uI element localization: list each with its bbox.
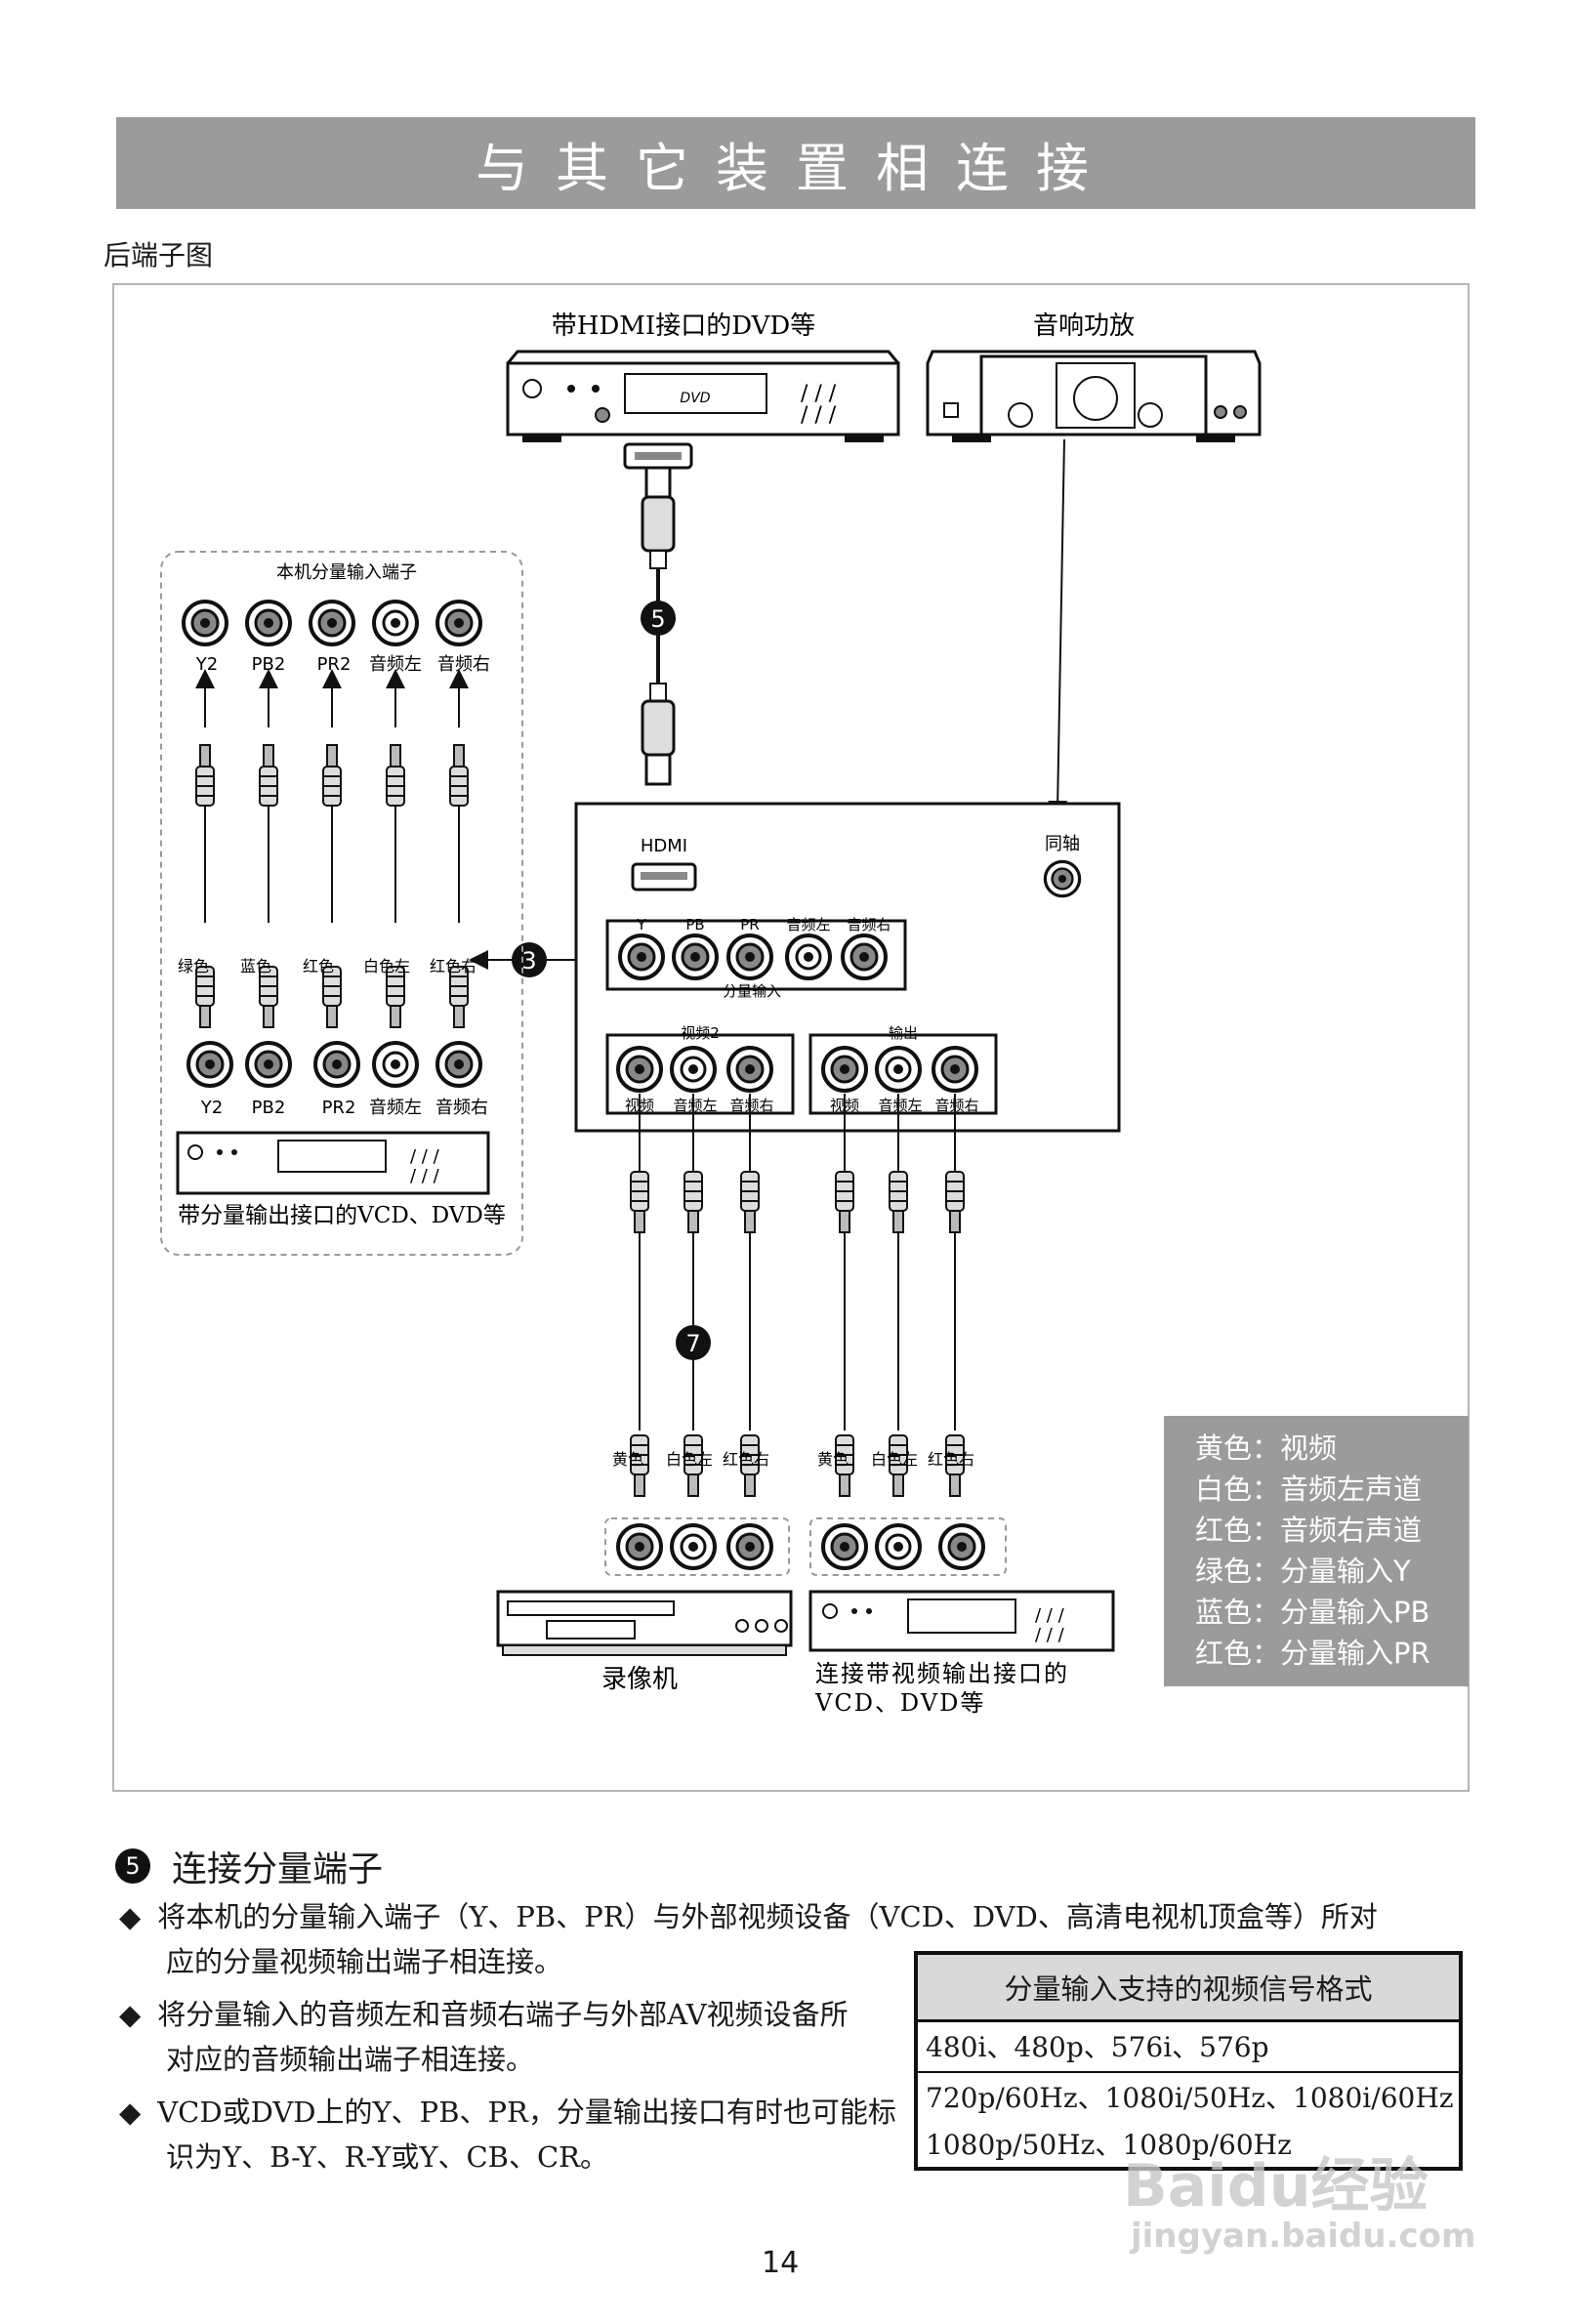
top-dvd-player: 带HDMI接口的DVD等 DVD / / / / / / (506, 311, 900, 442)
tv-port-y: Y (636, 916, 646, 934)
svg-text:白色左: 白色左 (363, 957, 410, 975)
svg-text:白色左: 白色左 (871, 1450, 918, 1469)
format-table-header: 分量输入支持的视频信号格式 (918, 1955, 1459, 2022)
legend-item: 绿色：分量输入Y (1195, 1555, 1411, 1588)
vcr-label: 录像机 (601, 1665, 678, 1694)
connection-diagram: 带HDMI接口的DVD等 DVD / / / / / / 音响功放 (160, 311, 1262, 1717)
svg-text:黄色: 黄色 (817, 1450, 849, 1469)
svg-text:Y2: Y2 (195, 654, 218, 675)
av-cables: 7 黄色 白色左 红色右 黄色 白色左 红色右 (604, 1094, 1007, 1576)
svg-text:音频右: 音频右 (437, 654, 490, 675)
legend-item: 红色：分量输入PR (1195, 1637, 1430, 1670)
dvd-logo: DVD (680, 391, 710, 406)
callout-7-badge (676, 1325, 711, 1360)
page-title-bar: 与其它装置相连接 (116, 117, 1475, 209)
diamond-icon: ◆ (119, 1900, 142, 1933)
svg-text:音频左: 音频左 (673, 1097, 717, 1114)
svg-text:蓝色: 蓝色 (240, 957, 271, 975)
diamond-icon: ◆ (119, 1998, 142, 2031)
svg-text:PB2: PB2 (252, 654, 286, 675)
subtitle: 后端子图 (104, 239, 214, 271)
coax-label: 同轴 (1045, 834, 1080, 854)
watermark: Baidu经验 (1123, 2152, 1429, 2220)
legend-item: 红色：音频右声道 (1195, 1514, 1423, 1547)
svg-text:音频右: 音频右 (435, 1098, 488, 1118)
left-component-group: 本机分量输入端子 Y2 PB2 PR2 音频左 音频右 绿色 蓝色 (160, 551, 523, 1256)
svg-text:红色: 红色 (303, 957, 334, 975)
svg-text:/ / /: / / / (1035, 1605, 1065, 1626)
format-table: 分量输入支持的视频信号格式 480i、480p、576i、576p 720p/6… (914, 1951, 1463, 2171)
svg-text:Y2: Y2 (200, 1098, 223, 1118)
page-number: 14 (762, 2246, 800, 2280)
tv-port-audio-r: 音频右 (847, 916, 891, 934)
vcr-device: 录像机 (496, 1590, 793, 1694)
svg-text:红色右: 红色右 (430, 957, 476, 975)
callout-3-badge (512, 942, 547, 977)
format-table-row: 480i、480p、576i、576p (918, 2022, 1459, 2073)
audio-amplifier: 音响功放 (926, 311, 1262, 442)
callout-5-badge (641, 601, 676, 636)
vcd-label-1: 连接带视频输出接口的 (815, 1660, 1069, 1687)
svg-text:/ / /: / / / (801, 403, 837, 428)
svg-text:红色右: 红色右 (928, 1450, 974, 1469)
svg-text:/ / /: / / / (1035, 1625, 1065, 1645)
svg-text:/ / /: / / / (410, 1146, 440, 1167)
svg-text:音频左: 音频左 (369, 1098, 422, 1118)
tv-port-audio-l: 音频左 (786, 916, 830, 934)
callout-3: 3 (521, 947, 536, 975)
legend-item: 蓝色：分量输入PB (1195, 1596, 1430, 1629)
output-title: 输出 (889, 1024, 918, 1042)
component-input-title: 分量输入 (723, 982, 781, 1000)
svg-text:PR2: PR2 (322, 1098, 356, 1118)
coax-port (1043, 859, 1082, 898)
svg-text:PB2: PB2 (252, 1098, 286, 1118)
tv-port-pb: PB (685, 916, 704, 934)
tv-back-panel: HDMI 同轴 Y PB PR 音频左 音频右 分量输入 视频2 视频 音频左 … (574, 802, 1121, 1133)
svg-text:白色左: 白色左 (666, 1450, 713, 1469)
svg-text:音频左: 音频左 (369, 654, 422, 675)
legend-item: 白色：音频左声道 (1195, 1473, 1423, 1506)
svg-text:黄色: 黄色 (612, 1450, 643, 1469)
svg-text:PR2: PR2 (317, 654, 352, 675)
svg-text:/ / /: / / / (410, 1166, 440, 1186)
watermark-url: jingyan.baidu.com (1131, 2217, 1476, 2256)
bullet-item: ◆ VCD或DVD上的Y、PB、PR，分量输出接口有时也可能标 识为Y、B-Y、… (119, 2090, 900, 2179)
vcd-label-2: VCD、DVD等 (814, 1689, 985, 1717)
svg-text:音频右: 音频右 (729, 1097, 773, 1114)
hdmi-label: HDMI (641, 836, 687, 856)
section-title: 连接分量端子 (172, 1849, 384, 1889)
bottom-vcd-device: / / // / / 连接带视频输出接口的 VCD、DVD等 (808, 1590, 1115, 1717)
diagram-frame (112, 283, 1470, 1792)
callout-5: 5 (650, 605, 665, 633)
section-number: 5 (115, 1848, 150, 1884)
svg-text:绿色: 绿色 (178, 957, 209, 975)
video2-title: 视频2 (681, 1024, 720, 1042)
bullet-item: ◆ 将本机的分量输入端子（Y、PB、PR）与外部视频设备（VCD、DVD、高清电… (119, 1894, 1486, 1984)
svg-text:音频右: 音频右 (934, 1097, 978, 1114)
coax-cable (1048, 438, 1068, 820)
format-table-row: 1080p/50Hz、1080p/60Hz (926, 2129, 1292, 2161)
svg-text:音频左: 音频左 (878, 1097, 922, 1114)
svg-text:红色右: 红色右 (723, 1450, 769, 1469)
section-heading: 5 连接分量端子 (115, 1841, 383, 1891)
color-legend: 黄色：视频 白色：音频左声道 红色：音频右声道 绿色：分量输入Y 蓝色：分量输入… (1164, 1416, 1469, 1686)
hdmi-cable: 5 (623, 442, 693, 786)
format-table-row: 720p/60Hz、1080i/50Hz、1080i/60Hz (926, 2082, 1454, 2114)
legend-item: 黄色：视频 (1195, 1432, 1338, 1465)
page-title: 与其它装置相连接 (476, 137, 1116, 199)
callout-7: 7 (685, 1330, 700, 1357)
amp-label: 音响功放 (1033, 311, 1135, 341)
tv-port-pr: PR (740, 916, 759, 934)
left-device-label: 带分量输出接口的VCD、DVD等 (178, 1203, 506, 1228)
diamond-icon: ◆ (119, 2096, 142, 2129)
left-group-title: 本机分量输入端子 (276, 562, 417, 583)
svg-text:/ / /: / / / (801, 382, 837, 406)
top-dvd-label: 带HDMI接口的DVD等 (552, 311, 815, 341)
bullet-item: ◆ 将分量输入的音频左和音频右端子与外部AV视频设备所 对应的音频输出端子相连接… (119, 1992, 900, 2082)
